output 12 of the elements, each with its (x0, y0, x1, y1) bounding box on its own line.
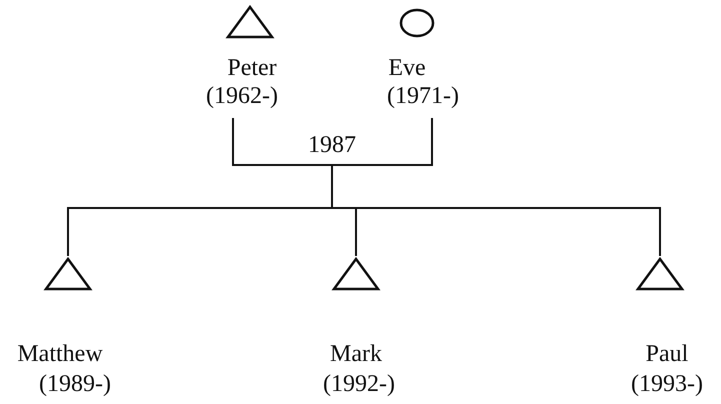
person-name: Mark (330, 340, 382, 368)
birth-year: (1992-) (323, 370, 395, 398)
birth-year: (1971-) (387, 82, 459, 110)
person-name: Peter (227, 54, 277, 82)
person-name: Matthew (17, 340, 103, 368)
edge-label: 1987 (308, 131, 356, 159)
kinship-line (331, 118, 661, 256)
person-name: Eve (388, 54, 426, 82)
birth-year: (1989-) (39, 370, 111, 398)
birth-year: (1993-) (631, 370, 703, 398)
birth-year: (1962-) (206, 82, 278, 110)
person-name: Paul (646, 340, 688, 368)
